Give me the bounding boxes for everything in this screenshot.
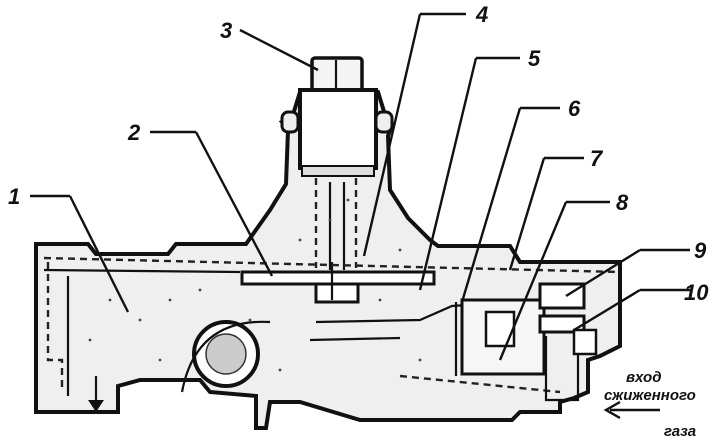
callout-2: 2	[127, 120, 141, 145]
right-ear	[374, 110, 394, 134]
callout-4: 4	[475, 2, 488, 27]
left-wall	[46, 262, 64, 388]
upper-channel	[43, 256, 621, 274]
upper-wall	[43, 268, 241, 274]
solenoid-coil	[298, 88, 378, 170]
callout-8: 8	[616, 190, 629, 215]
left-ear	[280, 110, 300, 134]
leader-lines	[30, 12, 690, 361]
solenoid-base	[301, 165, 375, 177]
inlet-block	[572, 328, 598, 356]
inlet-caption-line3: газа	[664, 423, 696, 440]
chamber-floor	[399, 374, 561, 394]
callout-3: 3	[220, 18, 232, 43]
valve-seat	[484, 310, 516, 348]
lower-lever	[309, 336, 401, 342]
outlet-arrow-icon	[88, 400, 104, 412]
callout-7: 7	[590, 146, 604, 171]
inlet-arrow-icon	[603, 400, 660, 420]
stipple	[88, 198, 422, 372]
inlet-caption-line2: сжиженного	[604, 387, 696, 404]
filter-core	[205, 333, 247, 375]
callout-5: 5	[528, 46, 541, 71]
filter-arch	[180, 320, 271, 393]
inlet-caption-line1: вход	[626, 369, 661, 386]
callout-9: 9	[694, 238, 707, 263]
callout-6: 6	[568, 96, 581, 121]
valve-head	[314, 282, 360, 304]
callout-1: 1	[8, 184, 20, 209]
callout-10: 10	[684, 280, 709, 305]
inlet-tube	[544, 336, 580, 402]
